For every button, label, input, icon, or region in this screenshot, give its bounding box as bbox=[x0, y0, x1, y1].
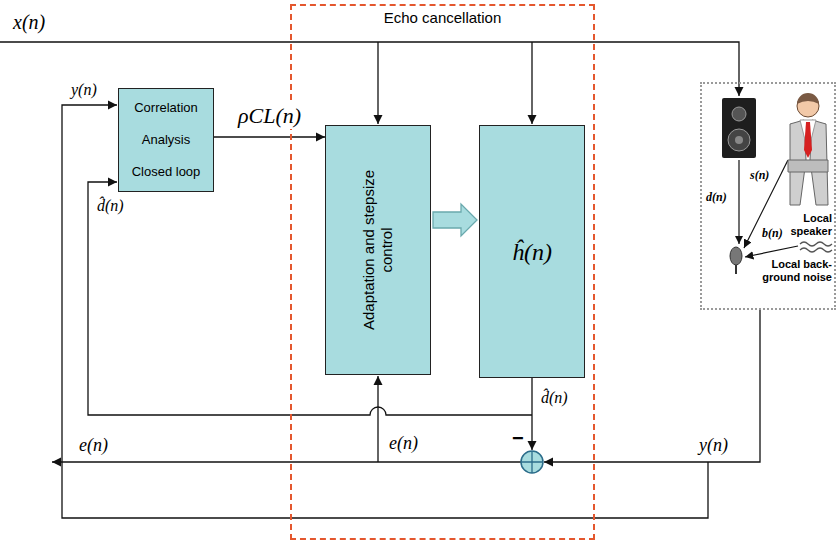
microphone-stand bbox=[735, 265, 737, 274]
echo-estimate-wire bbox=[531, 378, 532, 450]
caption-text: Local speaker bbox=[784, 212, 832, 238]
signal-label: − bbox=[511, 426, 525, 450]
loudspeaker-woofer bbox=[728, 129, 750, 151]
update-arrow bbox=[433, 204, 477, 236]
loudspeaker-symbol bbox=[722, 98, 756, 158]
region-title: Echo cancellation bbox=[292, 8, 593, 28]
person-arms bbox=[788, 160, 828, 172]
signal-label: s(n) bbox=[750, 168, 769, 182]
signal-label: x(n) bbox=[12, 10, 46, 34]
process-box: Correlation Analysis Closed loop bbox=[118, 88, 214, 192]
noise-waves bbox=[800, 242, 832, 252]
room-panel: d(n) s(n) b(n)Local speakerLocal back- gro… bbox=[700, 82, 836, 310]
speech-path-line bbox=[744, 160, 788, 248]
edge-label: ρCL(n) bbox=[237, 103, 302, 129]
signal-label: y(n) bbox=[698, 434, 729, 456]
filter-box: ĥ(n) bbox=[479, 125, 585, 378]
signal-label: b(n) bbox=[762, 226, 783, 240]
signal-label: d(n) bbox=[706, 190, 727, 204]
caption-text: Local back- ground noise bbox=[760, 258, 832, 284]
signal-label: d̂(n) bbox=[96, 196, 125, 216]
reference-wire bbox=[531, 42, 532, 124]
reference-wire bbox=[377, 42, 378, 124]
summing-junction bbox=[521, 451, 543, 473]
microphone-symbol bbox=[730, 247, 742, 265]
echo-estimate-feedback-wire bbox=[88, 182, 532, 415]
person-tie bbox=[804, 122, 812, 158]
error-feedback-wire bbox=[377, 376, 378, 462]
signal-label: e(n) bbox=[78, 434, 109, 456]
box-text: Correlation Analysis Closed loop bbox=[124, 92, 208, 188]
signal-label: d̂(n) bbox=[540, 388, 569, 408]
box-text: Adaptation and stepsize control bbox=[360, 150, 396, 350]
echo-cancellation-region: Echo cancellationAdaptation and stepsize… bbox=[290, 4, 595, 540]
junction-circle bbox=[521, 451, 543, 473]
loudspeaker-cap bbox=[735, 136, 743, 144]
error-output-wire bbox=[52, 461, 521, 462]
box-text: ĥ(n) bbox=[512, 238, 552, 266]
signal-label: e(n) bbox=[388, 432, 419, 454]
loudspeaker-tweeter bbox=[732, 107, 746, 121]
process-box: Adaptation and stepsize control bbox=[325, 125, 431, 375]
person-hair bbox=[797, 93, 819, 104]
far-end-signal-wire bbox=[0, 42, 739, 96]
signal-arrow bbox=[214, 136, 325, 137]
signal-label: y(n) bbox=[70, 80, 98, 100]
noise-path-line bbox=[745, 246, 798, 257]
room-illustration bbox=[722, 93, 832, 274]
echo-path-line bbox=[738, 160, 739, 244]
junction-cross bbox=[521, 451, 543, 473]
